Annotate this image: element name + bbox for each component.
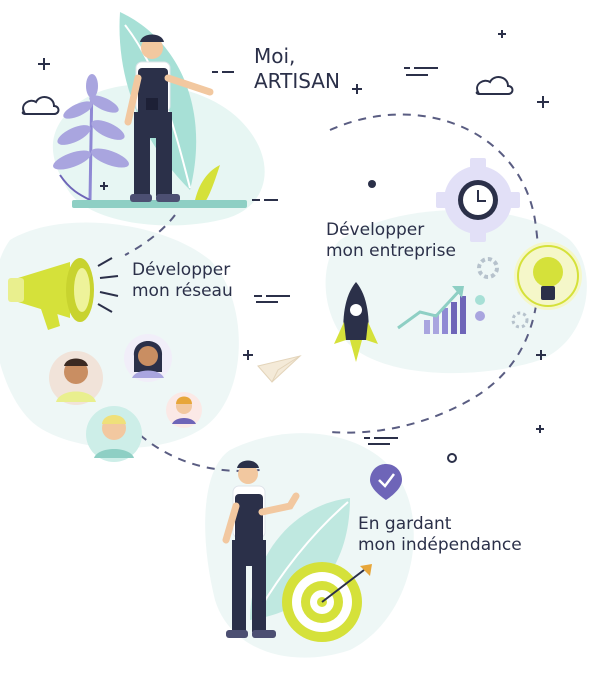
network-line-2: mon réseau — [132, 281, 233, 302]
decor-dashes — [212, 67, 438, 445]
avatars-group — [49, 334, 202, 462]
artisan-top-figure — [124, 34, 214, 202]
rocket-icon — [334, 282, 378, 362]
independence-line-1: En gardant — [358, 514, 452, 534]
decor-dots — [368, 180, 457, 463]
artisan-bottom-figure — [222, 460, 300, 638]
avatar — [124, 334, 172, 382]
cloud-icon — [21, 96, 60, 115]
avatar — [86, 406, 142, 462]
company-heading: Développer mon entreprise — [326, 220, 456, 263]
lightbulb-icon — [514, 242, 582, 310]
gear-icon — [477, 257, 529, 329]
intro-heading: Moi, ARTISAN — [254, 44, 340, 94]
independence-heading: En gardant mon indépendance — [358, 514, 522, 557]
cloud-icon — [475, 76, 514, 95]
network-line-1: Développer — [132, 260, 231, 280]
avatar — [49, 351, 103, 405]
company-line-1: Développer — [326, 220, 425, 240]
independence-line-2: mon indépendance — [358, 535, 522, 556]
intro-line-2: ARTISAN — [254, 69, 340, 93]
check-badge-icon — [370, 464, 402, 500]
intro-line-1: Moi, — [254, 44, 296, 68]
company-line-2: mon entreprise — [326, 241, 456, 262]
clock-icon — [458, 180, 498, 220]
network-heading: Développer mon réseau — [132, 260, 233, 303]
megaphone-icon — [8, 257, 119, 330]
target-icon — [282, 562, 372, 642]
bar-chart-icon — [397, 286, 485, 334]
sparkle-icon — [38, 30, 549, 433]
avatar — [166, 392, 202, 428]
paper-plane-icon — [257, 355, 302, 383]
